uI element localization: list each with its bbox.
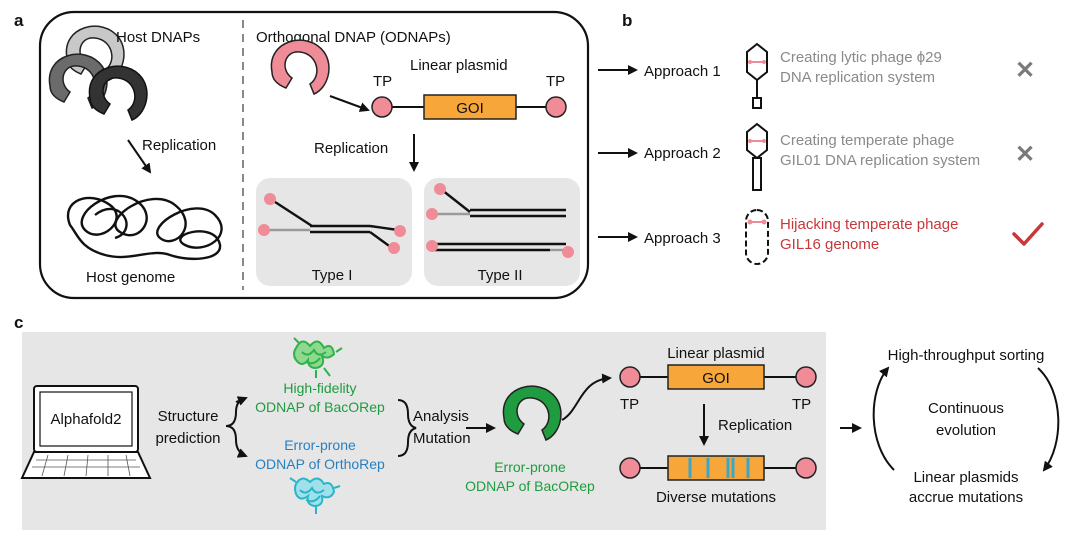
tp-right-circle-c [795, 366, 817, 388]
goi-box-a [423, 94, 517, 120]
type1-tp-1 [264, 193, 276, 205]
panel-b-letter: b [622, 11, 632, 30]
error-prone-ortho-line1: Error-prone [284, 437, 356, 453]
laptop-icon [20, 385, 152, 479]
tp-left-circle-c [619, 366, 641, 388]
diverse-mutations-label: Diverse mutations [656, 489, 776, 506]
linear-plasmid-label-a: Linear plasmid [410, 57, 508, 74]
odnap-to-plasmid-arrow [329, 95, 370, 112]
tp-left-label-a: TP [373, 73, 392, 90]
approach3-success-icon [1012, 222, 1044, 246]
host-replication-arrow [127, 139, 152, 174]
mutated-tp-left [619, 457, 641, 479]
cycle-arrow-left [872, 366, 895, 471]
structure-prediction-line1: Structure [158, 408, 219, 425]
host-dnaps-title: Host DNAPs [116, 29, 200, 46]
approach3-desc-line1: Hijacking temperate phage [780, 216, 958, 233]
type1-tp-2 [258, 224, 270, 236]
approach2-desc-line1: Creating temperate phage [780, 132, 954, 149]
approach1-fail-icon: ✕ [1015, 57, 1035, 84]
cycle-top-label: High-throughput sorting [888, 347, 1045, 364]
alphafold2-screen-text: Alphafold2 [51, 411, 122, 428]
tp-right-label-a: TP [546, 73, 565, 90]
panel-a-letter: a [14, 11, 24, 30]
type2-label: Type II [477, 267, 522, 284]
approach3-desc-line2: GIL16 genome [780, 236, 879, 253]
goi-box-c [667, 364, 765, 390]
approach1-desc-line2: DNA replication system [780, 69, 935, 86]
mutated-goi-box [667, 455, 765, 481]
type2-tp-3 [426, 240, 438, 252]
error-prone-ortho-line2: ODNAP of OrthoRep [255, 456, 385, 472]
type2-strands [430, 189, 566, 252]
tp-right-label-c: TP [792, 396, 811, 413]
cycle-arrow-right [1037, 367, 1060, 472]
orthorep-structure-icon [289, 477, 341, 514]
high-fidelity-line1: High-fidelity [283, 380, 356, 396]
approach2-fail-icon: ✕ [1015, 141, 1035, 168]
odnap-icon [270, 39, 330, 95]
type1-strands [262, 198, 399, 249]
approach2-desc-line2: GIL01 DNA replication system [780, 152, 980, 169]
high-fidelity-structure-icon [293, 337, 343, 378]
ortho-replication-label: Replication [314, 140, 388, 157]
type2-tp-1 [434, 183, 446, 195]
brace-arrow-up [235, 396, 248, 406]
error-prone-bacorep-odnap-icon [502, 385, 562, 441]
gil16-phage-genome-icon [745, 209, 769, 265]
odnap-to-plasmid-curve [561, 373, 612, 421]
tp-right-circle-a [545, 96, 567, 118]
approach2-label: Approach 2 [644, 145, 721, 162]
mutated-tp-right [795, 457, 817, 479]
panel-c-replication-label: Replication [718, 417, 792, 434]
high-fidelity-line2: ODNAP of BacORep [255, 399, 385, 415]
lytic-phage-icon [746, 42, 768, 109]
structure-prediction-line2: prediction [155, 430, 220, 447]
type1-tp-3 [394, 225, 406, 237]
cycle-center-line2: evolution [936, 422, 996, 439]
cycle-bottom-line2: accrue mutations [909, 489, 1023, 506]
mutation-label: Mutation [413, 430, 471, 447]
cycle-center-line1: Continuous [928, 400, 1004, 417]
linear-plasmid-label-c: Linear plasmid [667, 345, 765, 362]
type2-tp-2 [426, 208, 438, 220]
approach3-label: Approach 3 [644, 230, 721, 247]
type2-tp-4 [562, 246, 574, 258]
analysis-brace [397, 399, 417, 457]
analysis-label: Analysis [413, 408, 469, 425]
error-prone-bac-line2: ODNAP of BacORep [465, 478, 595, 494]
cycle-bottom-line1: Linear plasmids [913, 469, 1018, 486]
approach1-desc-line1: Creating lytic phage ϕ29 [780, 49, 942, 66]
host-replication-label: Replication [142, 137, 216, 154]
host-genome-label: Host genome [86, 269, 175, 286]
type1-tp-4 [388, 242, 400, 254]
panel-c-letter: c [14, 313, 23, 332]
type1-label: Type I [312, 267, 353, 284]
temperate-phage-gil01-icon [746, 122, 768, 191]
error-prone-bac-line1: Error-prone [494, 459, 566, 475]
approach1-label: Approach 1 [644, 63, 721, 80]
mutation-marks [688, 458, 750, 478]
goi-label-c: GOI [702, 370, 730, 387]
goi-label-a: GOI [456, 100, 484, 117]
host-dnap-icon-dark [88, 65, 148, 121]
tp-left-circle-a [371, 96, 393, 118]
host-genome-tangle [66, 194, 223, 261]
tp-left-label-c: TP [620, 396, 639, 413]
